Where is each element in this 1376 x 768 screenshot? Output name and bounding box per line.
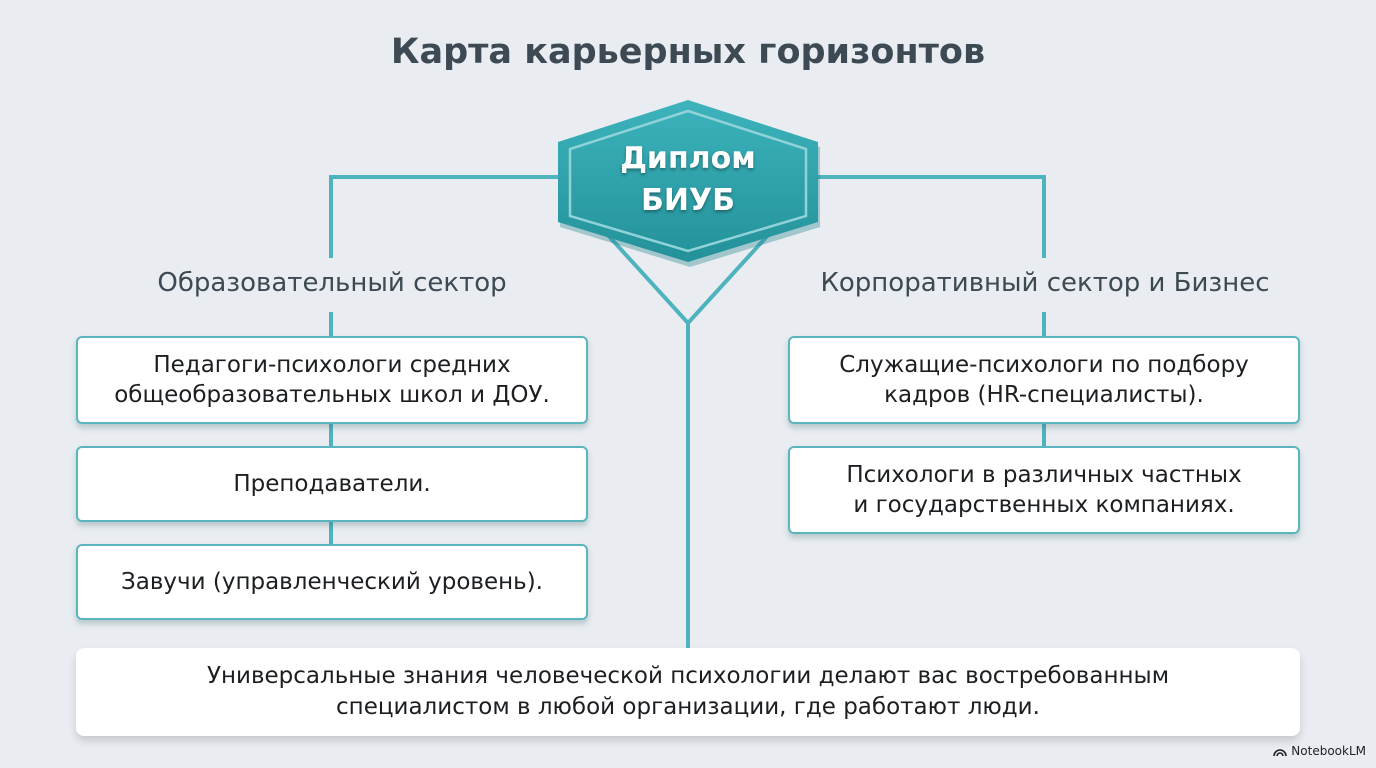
right-card-2: Психологи в различных частных и государст… xyxy=(788,446,1300,534)
card-text-line: общеобразовательных школ и ДОУ. xyxy=(114,382,550,408)
card-text-line: и государственных компаниях. xyxy=(853,492,1235,518)
center-node-line1: Диплом xyxy=(620,141,756,176)
card-text-line: Преподаватели. xyxy=(233,471,431,497)
footer-note-line1: Универсальные знания человеческой психол… xyxy=(206,663,1170,689)
center-node-label: Диплом БИУБ xyxy=(558,138,818,222)
left-card-3: Завучи (управленческий уровень). xyxy=(76,544,588,620)
card-text-line: Завучи (управленческий уровень). xyxy=(121,569,543,595)
right-branch-line xyxy=(816,175,1046,258)
left-card-1: Педагоги-психологи средних общеобразовате… xyxy=(76,336,588,424)
footer-note-card: Универсальные знания человеческой психол… xyxy=(76,648,1300,736)
card-text-line: кадров (HR-специалисты). xyxy=(884,382,1204,408)
notebooklm-logo-icon xyxy=(1273,748,1288,756)
diploma-hexagon xyxy=(558,100,820,267)
right-sector-label: Корпоративный сектор и Бизнес xyxy=(820,268,1270,298)
branding-label: NotebookLM xyxy=(1291,744,1366,758)
center-node-line2: БИУБ xyxy=(641,183,735,218)
left-branch-line xyxy=(329,175,560,258)
card-text-line: Служащие-психологи по подбору xyxy=(839,352,1249,378)
card-text-line: Психологи в различных частных xyxy=(846,462,1242,488)
page-title: Карта карьерных горизонтов xyxy=(390,32,986,72)
left-card-2: Преподаватели. xyxy=(76,446,588,522)
right-card-1: Служащие-психологи по подбору кадров (HR-… xyxy=(788,336,1300,424)
card-text-line: Педагоги-психологи средних xyxy=(153,352,511,378)
branding: NotebookLM xyxy=(1273,744,1366,758)
footer-note-line2: специалистом в любой организации, где ра… xyxy=(336,694,1040,720)
left-sector-label: Образовательный сектор xyxy=(157,268,507,298)
